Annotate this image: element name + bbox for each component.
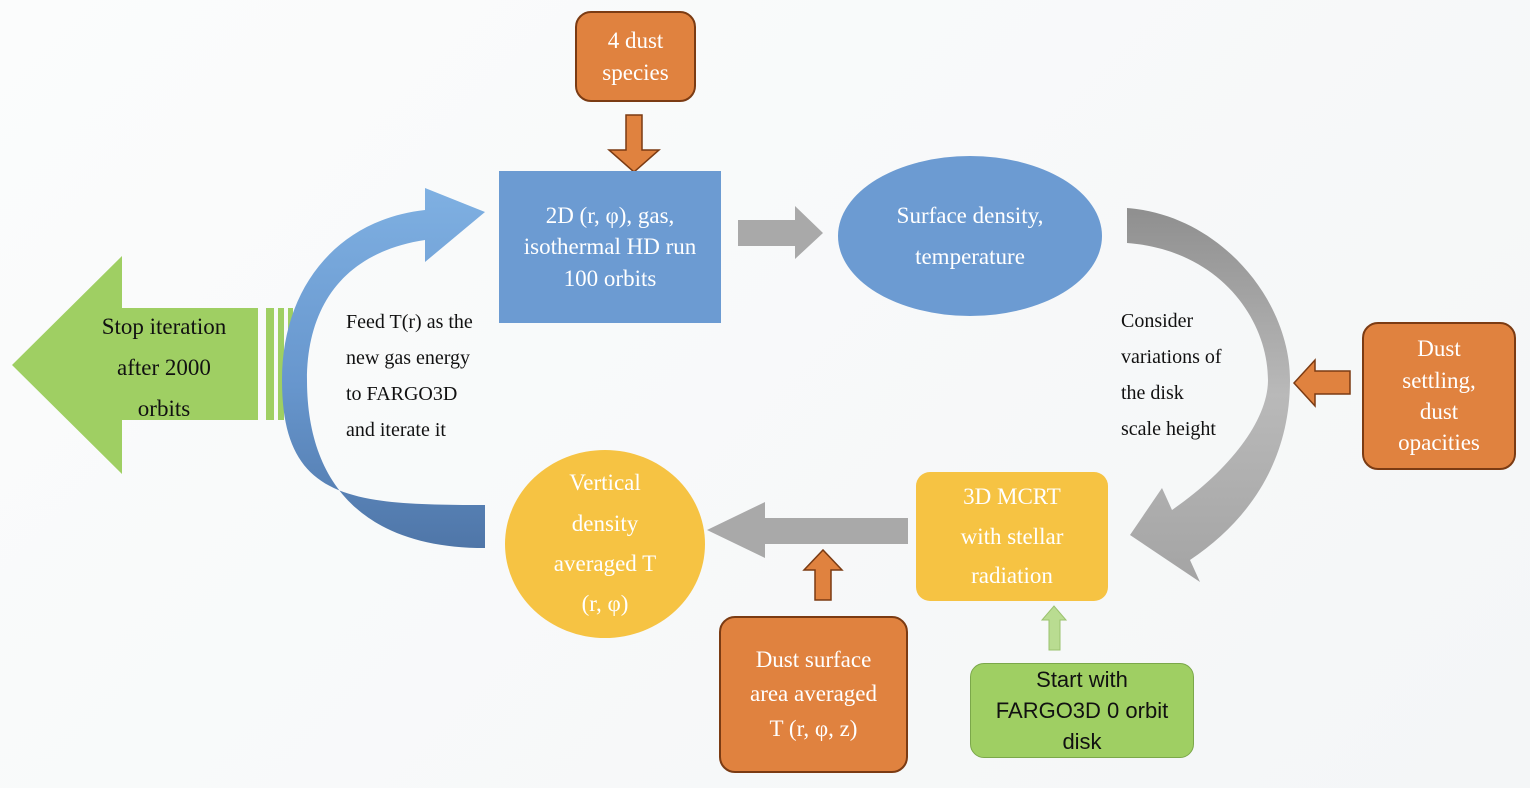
- dust-settling-line: settling,: [1402, 367, 1476, 393]
- consider-annotation: Consider variations of the disk scale he…: [1121, 303, 1222, 447]
- vertical-density-line: Vertical: [569, 470, 641, 496]
- hd-run-box: 2D (r, φ), gas, isothermal HD run 100 or…: [499, 171, 721, 323]
- consider-line: Consider: [1121, 310, 1194, 332]
- consider-line: scale height: [1121, 418, 1216, 440]
- hd-run-line: 100 orbits: [563, 265, 657, 291]
- dust-settling-box: Dust settling, dust opacities: [1362, 322, 1516, 470]
- dust-surface-line: Dust surface: [755, 646, 872, 672]
- stop-line: after 2000: [117, 355, 211, 380]
- start-box: Start with FARGO3D 0 orbit disk: [970, 663, 1194, 758]
- feed-line: new gas energy: [346, 347, 471, 369]
- feed-annotation: Feed T(r) as the new gas energy to FARGO…: [346, 304, 473, 448]
- mcrt-line: 3D MCRT: [963, 484, 1061, 510]
- consider-line: the disk: [1121, 382, 1184, 404]
- vertical-density-ellipse: [505, 450, 705, 638]
- vertical-density-line: averaged T: [553, 551, 657, 576]
- dust-species-line: species: [602, 59, 669, 85]
- dust-species-box: 4 dust species: [575, 11, 696, 102]
- feed-line: Feed T(r) as the: [346, 311, 473, 333]
- arrow-dust-settling-left: [1292, 358, 1351, 408]
- disk-scale-curved-arrow: [1127, 208, 1290, 582]
- stop-line: orbits: [137, 396, 191, 421]
- arrow-hd-to-surface: [738, 206, 823, 259]
- dust-species-line: 4 dust: [607, 28, 664, 54]
- arrow-dust-species-down: [607, 114, 661, 173]
- start-line: disk: [1062, 729, 1102, 755]
- stop-arrow-stripe: [278, 308, 284, 420]
- dust-settling-line: dust: [1419, 399, 1459, 424]
- arrow-dust-surface-up: [802, 548, 844, 601]
- hd-run-line: 2D (r, φ), gas,: [545, 203, 675, 229]
- feed-line: to FARGO3D: [346, 383, 458, 405]
- surface-density-line: Surface density,: [896, 202, 1044, 228]
- stop-iteration-label: Stop iteration after 2000 orbits: [82, 306, 246, 429]
- surface-density-line: temperature: [915, 244, 1025, 269]
- feed-line: and iterate it: [346, 419, 446, 441]
- hd-run-line: isothermal HD run: [523, 234, 697, 260]
- surface-density-ellipse: [838, 156, 1102, 316]
- consider-line: variations of: [1121, 346, 1222, 368]
- dust-surface-line: area averaged: [749, 681, 878, 707]
- stop-line: Stop iteration: [101, 314, 227, 339]
- mcrt-line: radiation: [971, 563, 1053, 589]
- stop-arrow-shape: [12, 256, 258, 474]
- arrow-mcrt-to-vertical: [707, 502, 908, 558]
- mcrt-line: with stellar: [960, 523, 1064, 549]
- vertical-density-line: density: [571, 510, 639, 536]
- dust-settling-line: Dust: [1417, 336, 1461, 362]
- start-line: FARGO3D 0 orbit: [995, 697, 1169, 723]
- dust-surface-box: Dust surface area averaged T (r, φ, z): [719, 616, 908, 773]
- stop-arrow-stripe: [266, 308, 274, 420]
- feedback-curved-arrow: [282, 188, 485, 548]
- start-line: Start with: [1036, 666, 1128, 692]
- vertical-density-node: Vertical density averaged T (r, φ): [505, 450, 705, 638]
- dust-settling-line: opacities: [1398, 430, 1480, 456]
- arrow-start-up: [1040, 605, 1068, 651]
- dust-surface-line: T (r, φ, z): [769, 715, 858, 741]
- vertical-density-line: (r, φ): [581, 591, 629, 617]
- mcrt-box: 3D MCRT with stellar radiation: [916, 472, 1108, 601]
- surface-density-node: Surface density, temperature: [838, 156, 1102, 316]
